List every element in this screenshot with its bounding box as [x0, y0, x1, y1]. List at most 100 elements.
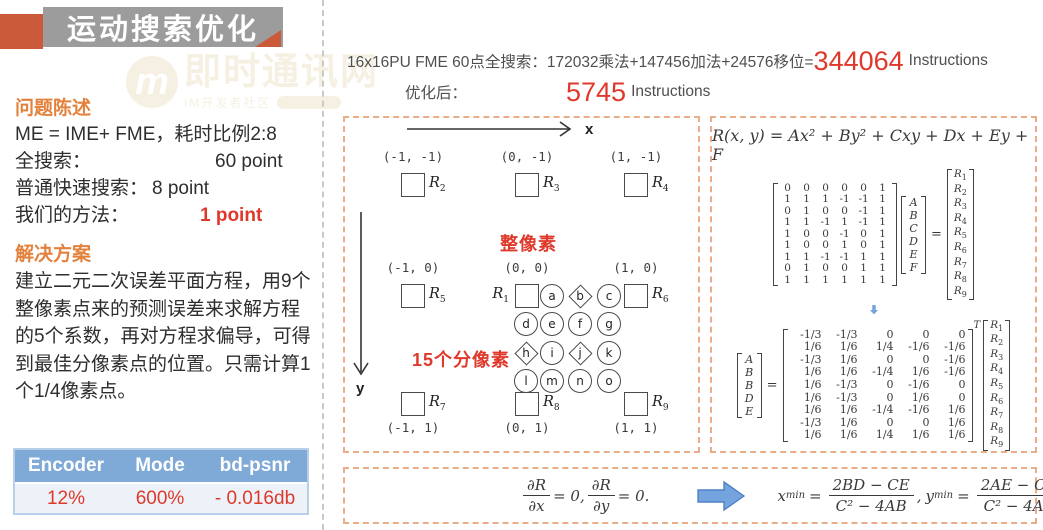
coordinate-label: (0, 1): [504, 420, 550, 435]
subpixel-circle: f: [568, 312, 592, 336]
instruction-summary: 16x16PU FME 60点全搜索：172032乘法+147456加法+245…: [347, 46, 1043, 107]
header-mode: Mode: [135, 455, 185, 476]
full-search-value: 60 point: [215, 151, 283, 172]
r-vector-entry: R5: [990, 377, 1004, 392]
r-vector-entry: R8: [990, 420, 1004, 435]
instructions-unit-1: Instructions: [908, 52, 988, 69]
subpixel-diamond: h: [513, 340, 539, 366]
integer-pixel-square: [624, 392, 648, 416]
problem-line-3: 普通快速搜索： 8 point: [15, 175, 317, 202]
subpixel-circle: l: [514, 369, 538, 393]
integer-pixel-square: [401, 392, 425, 416]
subpixel-label: h: [522, 346, 530, 360]
subpixel-circle: a: [540, 284, 564, 308]
r-vector-entry: R7: [990, 406, 1004, 421]
subpixel-circle: m: [540, 369, 564, 393]
partial-mid: = 0,: [553, 486, 585, 505]
subpixel-circle: g: [597, 312, 621, 336]
subpixel-label: i: [550, 346, 554, 360]
integer-pixel-square: [515, 284, 539, 308]
equals-sign-2: =: [766, 377, 778, 393]
optimized-instruction-count: 5745: [566, 77, 627, 107]
subpixel-circle: k: [597, 341, 621, 365]
full-search-label: 全搜索：: [15, 151, 92, 172]
our-method-value: 1 point: [200, 205, 263, 226]
r-vector-entry: R2: [990, 333, 1004, 348]
fast-search-value: 8 point: [152, 178, 210, 199]
r-vector-entry: R4: [953, 211, 967, 226]
subpixel-diamond: b: [567, 283, 593, 309]
search-diagram-box: x y 整像素 15个分像素 (-1, -1)R2(0, -1)R3(1, -1…: [343, 116, 700, 453]
integer-pixel-square: [624, 284, 648, 308]
vector-entry: C: [909, 221, 918, 235]
subpixel-label: d: [522, 317, 530, 331]
value-mode: 600%: [135, 487, 185, 509]
coordinate-label: (1, 0): [613, 260, 659, 275]
coordinate-label: (1, -1): [609, 149, 663, 164]
ymin-numerator: 2AE − CD: [976, 476, 1043, 496]
coordinate-label: (-1, -1): [382, 149, 444, 164]
subpixel-label: m: [546, 374, 558, 388]
ymin-base: y: [925, 486, 934, 505]
down-block-arrow-icon: [869, 305, 878, 315]
transpose-superscript: T: [973, 319, 981, 331]
subpixel-circle: i: [540, 341, 564, 365]
vector-entry: E: [909, 247, 918, 261]
r-point-label: R1: [492, 286, 509, 305]
coordinate-label: (0, 0): [504, 260, 550, 275]
coordinate-label: (1, 1): [613, 420, 659, 435]
solution-heading: 解决方案: [15, 244, 92, 265]
sub-pixel-note: 15个分像素: [412, 350, 511, 370]
r-point-label: R7: [429, 394, 446, 413]
r-vector-entry: R5: [953, 226, 967, 241]
r-point-label: R5: [429, 286, 446, 305]
y-axis-label: y: [356, 380, 365, 397]
r-vector-entry: R3: [990, 347, 1004, 362]
vector-entry: F: [909, 260, 918, 274]
header-encoder: Encoder: [27, 455, 105, 476]
ymin-denominator: C² − 4AB: [983, 497, 1043, 515]
partial-num-x: ∂R: [523, 476, 551, 496]
subpixel-circle: c: [597, 284, 621, 308]
subpixel-label: n: [576, 374, 584, 388]
subpixel-label: f: [577, 317, 583, 331]
axes-arrows: [353, 121, 572, 376]
integer-pixel-square: [624, 173, 648, 197]
xmin-sub: min: [785, 490, 806, 501]
right-block-arrow-icon: [697, 480, 746, 511]
optimum-separator: ,: [916, 486, 922, 505]
vertical-divider: [322, 0, 324, 530]
vector-entry: D: [909, 234, 918, 248]
xmin-base: x: [777, 486, 786, 505]
our-method-label: 我们的方法：: [15, 205, 130, 226]
full-search-instruction-count: 344064: [813, 46, 904, 76]
subpixel-label: c: [605, 289, 613, 303]
integer-pixel-square: [515, 173, 539, 197]
subpixel-label: g: [605, 317, 613, 331]
r-point-label: R8: [543, 394, 560, 413]
r-vector-entry: R6: [990, 391, 1004, 406]
xmin-equals: =: [809, 486, 822, 505]
partial-derivatives: ∂R ∂x = 0, ∂R ∂y = 0.: [520, 476, 649, 515]
search-diagram: x y 整像素 15个分像素 (-1, -1)R2(0, -1)R3(1, -1…: [345, 118, 698, 451]
r-vector-entry: R9: [953, 284, 967, 299]
vector-entry: B: [745, 378, 754, 392]
full-search-cost-text: 16x16PU FME 60点全搜索：172032乘法+147456加法+245…: [347, 54, 814, 71]
